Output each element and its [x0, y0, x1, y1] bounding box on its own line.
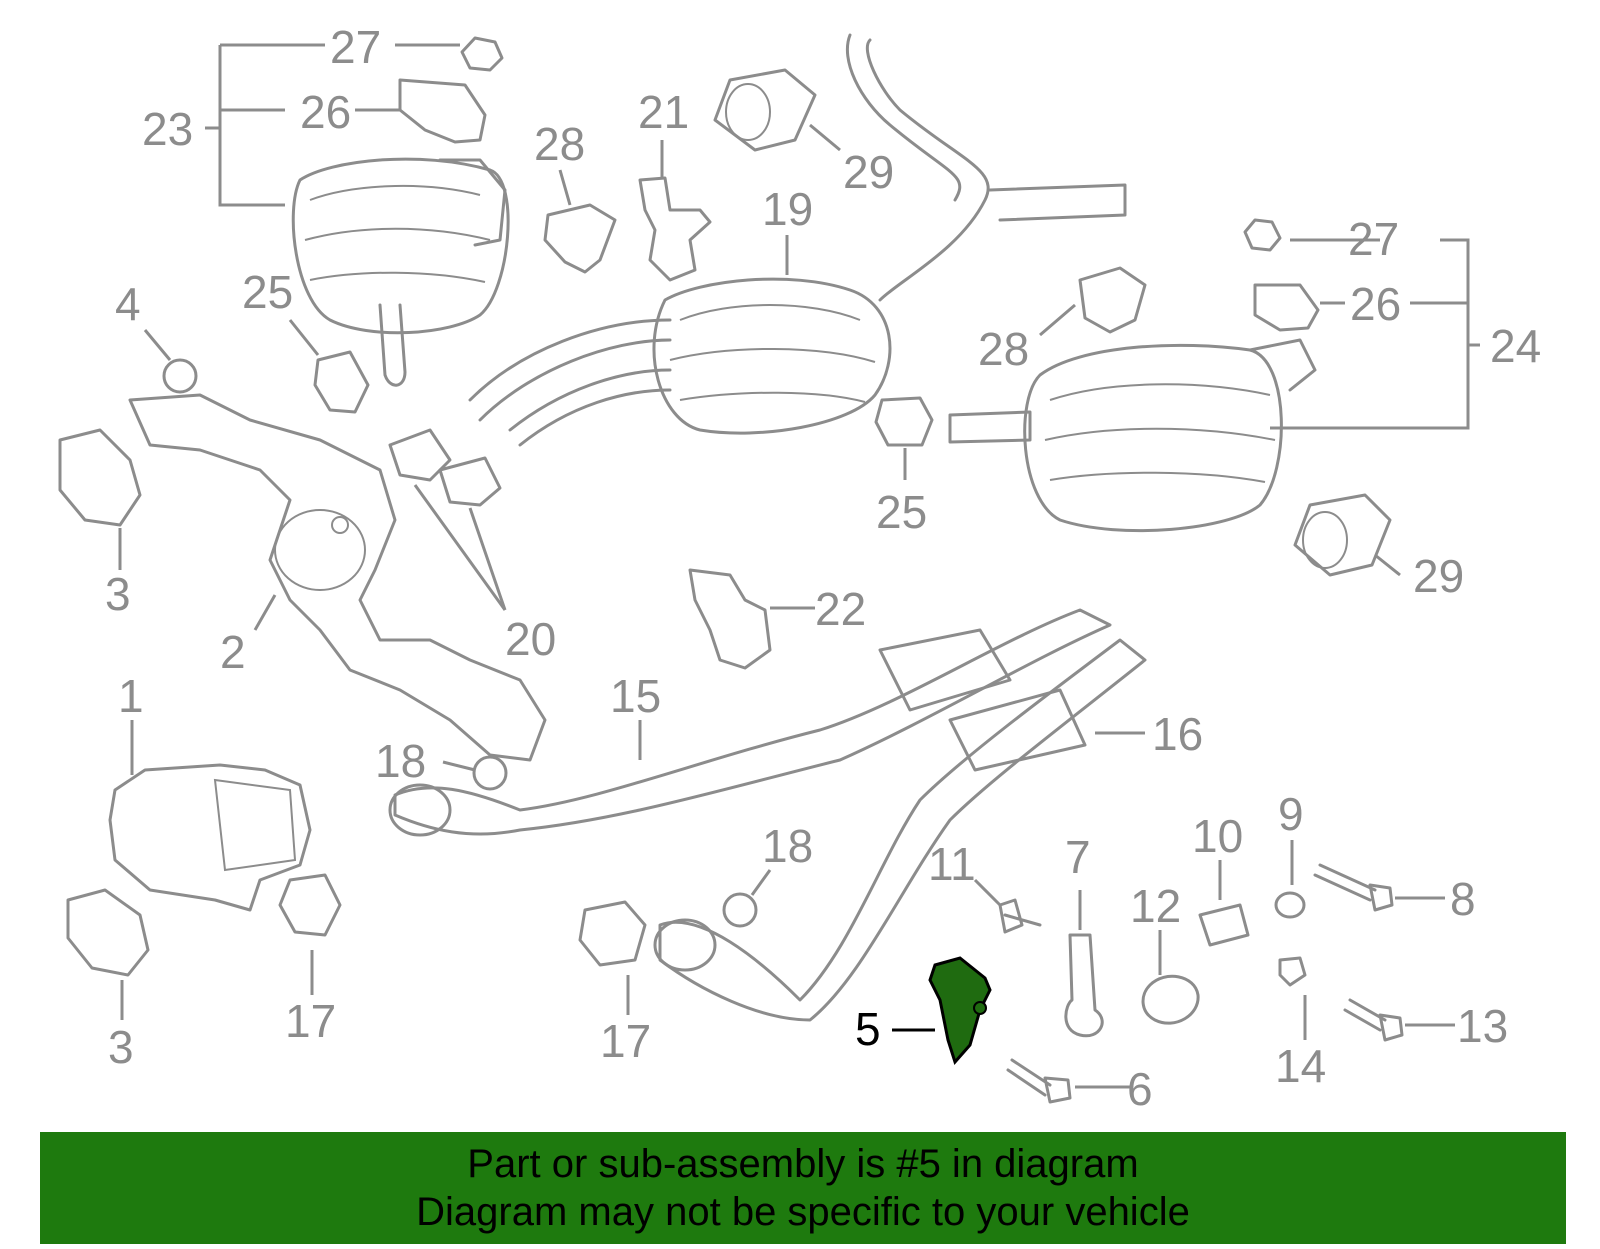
- rear-muffler-left-drawing: [291, 157, 510, 387]
- hanger-left-drawing: [543, 203, 617, 274]
- clamp-20b-drawing: [438, 456, 502, 507]
- callout-3-lower: 3: [108, 1021, 134, 1073]
- callout-18-lower: 18: [762, 820, 813, 872]
- callout-14: 14: [1275, 1040, 1326, 1092]
- callout-17-left: 17: [285, 995, 336, 1047]
- tailpipe-tip-right-drawing: [1293, 493, 1392, 577]
- callout-22: 22: [815, 583, 866, 635]
- callout-15: 15: [610, 670, 661, 722]
- callout-2: 2: [220, 626, 246, 678]
- callout-25-left: 25: [242, 266, 293, 318]
- callout-12: 12: [1130, 880, 1181, 932]
- valve-actuator-left-drawing: [398, 78, 487, 144]
- callout-27-right: 27: [1348, 213, 1399, 265]
- highlighted-part-5: [928, 956, 992, 1065]
- callout-9: 9: [1278, 788, 1304, 840]
- bolt-13-drawing: [1343, 998, 1404, 1042]
- callout-26-right: 26: [1350, 278, 1401, 330]
- callout-7: 7: [1065, 831, 1091, 883]
- clamp-right-drawing: [874, 396, 934, 447]
- callout-1: 1: [118, 670, 144, 722]
- rear-muffler-right-drawing: [948, 338, 1317, 533]
- grommet-12-drawing: [1141, 974, 1200, 1025]
- callout-23: 23: [142, 103, 193, 155]
- bolt-6-drawing: [1006, 1058, 1072, 1104]
- callout-3-upper: 3: [105, 568, 131, 620]
- callout-6: 6: [1127, 1063, 1153, 1115]
- valve-actuator-right-drawing: [1253, 283, 1320, 332]
- nut-18a-drawing: [472, 755, 508, 791]
- nut-18b-drawing: [722, 892, 758, 928]
- front-pipe-drawing: [388, 608, 1147, 1022]
- gasket-lower-drawing: [66, 888, 150, 977]
- washer-9-drawing: [1274, 891, 1306, 919]
- nut-left-drawing: [460, 36, 504, 72]
- bolt-14-drawing: [1278, 956, 1307, 987]
- clamp-left-drawing: [313, 350, 370, 414]
- bracket-7-drawing: [1064, 933, 1104, 1038]
- callout-24: 24: [1490, 320, 1541, 372]
- banner-line-part-number: Part or sub-assembly is #5 in diagram: [467, 1142, 1139, 1186]
- callout-29-right: 29: [1413, 550, 1464, 602]
- bracket-21-drawing: [638, 176, 712, 282]
- bolt-8-drawing: [1313, 863, 1394, 912]
- callout-28-right: 28: [978, 323, 1029, 375]
- callout-5-highlighted: 5: [855, 1003, 881, 1055]
- callout-11: 11: [928, 838, 976, 890]
- bolt-11-drawing: [998, 898, 1042, 934]
- callout-17-right: 17: [600, 1015, 651, 1067]
- callout-10: 10: [1192, 810, 1243, 862]
- gasket-17-right-drawing: [578, 900, 647, 967]
- callout-13: 13: [1457, 1000, 1508, 1052]
- leader-lines: [118, 43, 1480, 1089]
- hanger-right-drawing: [1078, 266, 1147, 334]
- callout-28-left: 28: [534, 118, 585, 170]
- gasket-17-left-drawing: [278, 873, 342, 937]
- gasket-upper-drawing: [58, 428, 142, 527]
- banner-line-disclaimer: Diagram may not be specific to your vehi…: [416, 1190, 1190, 1234]
- callout-19: 19: [762, 183, 813, 235]
- callout-4: 4: [115, 278, 141, 330]
- nut-4-drawing: [162, 358, 198, 394]
- info-banner: Part or sub-assembly is #5 in diagram Di…: [40, 1132, 1566, 1244]
- center-resonator-drawing: [468, 33, 1127, 447]
- callout-18-upper: 18: [375, 735, 426, 787]
- callout-26-left: 26: [300, 86, 351, 138]
- callout-20: 20: [505, 613, 556, 665]
- catalytic-converter-1-drawing: [108, 763, 312, 912]
- part-5-stud: [973, 1001, 987, 1015]
- tailpipe-tip-top-drawing: [713, 68, 817, 152]
- callout-labels: 27 26 23 28 21 29 19 25 4 27 26 24 28 25…: [105, 21, 1541, 1115]
- callout-29-top: 29: [843, 146, 894, 198]
- bushing-10-drawing: [1198, 903, 1250, 947]
- callout-8: 8: [1450, 873, 1476, 925]
- callout-21: 21: [638, 86, 689, 138]
- bracket-22-drawing: [688, 568, 772, 670]
- callout-27-left: 27: [330, 21, 381, 73]
- callout-25-right: 25: [876, 486, 927, 538]
- callout-16: 16: [1152, 708, 1203, 760]
- catalytic-converter-2-drawing: [128, 393, 547, 762]
- nut-right-drawing: [1243, 218, 1282, 252]
